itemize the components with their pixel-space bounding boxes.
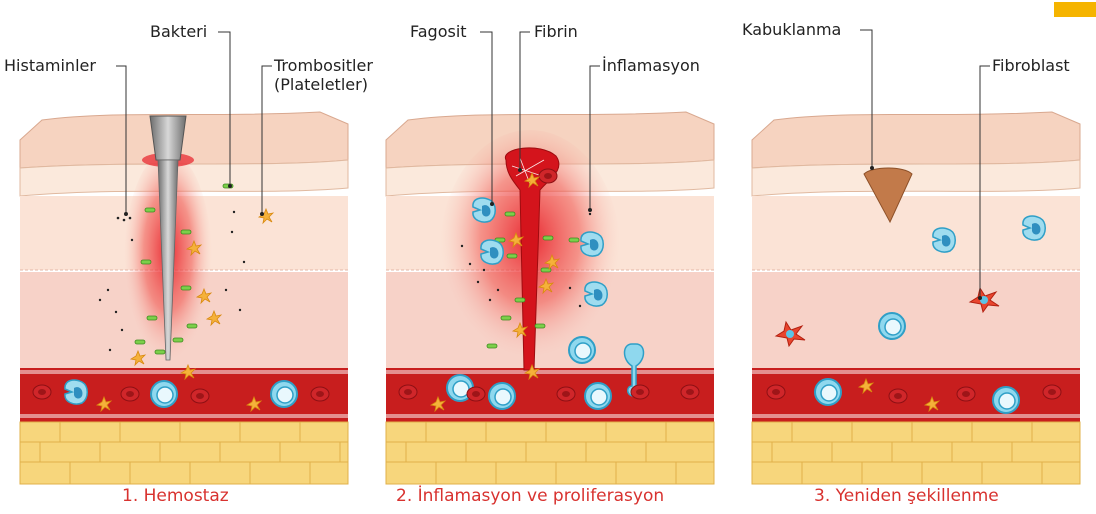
label-bacteria: Bakteri [150,22,207,41]
label-inflammation: İnflamasyon [602,56,700,75]
panel-remodeling [752,112,1080,484]
label-histamine: Histaminler [4,56,96,75]
label-platelets-line2: (Plateletler) [274,75,373,94]
label-phagocyte: Fagosit [410,22,467,41]
caption-stage-3: 3. Yeniden şekillenme [814,486,999,506]
label-fibroblast: Fibroblast [992,56,1070,75]
caption-stage-1: 1. Hemostaz [122,486,229,506]
label-platelets: Trombositler (Plateletler) [274,56,373,94]
label-platelets-line1: Trombositler [274,56,373,75]
label-fibrin: Fibrin [534,22,578,41]
panel-hemostasis [20,112,348,484]
panel-inflammation [386,112,714,484]
caption-stage-2: 2. İnflamasyon ve proliferasyon [396,486,664,506]
label-scab: Kabuklanma [742,20,841,39]
